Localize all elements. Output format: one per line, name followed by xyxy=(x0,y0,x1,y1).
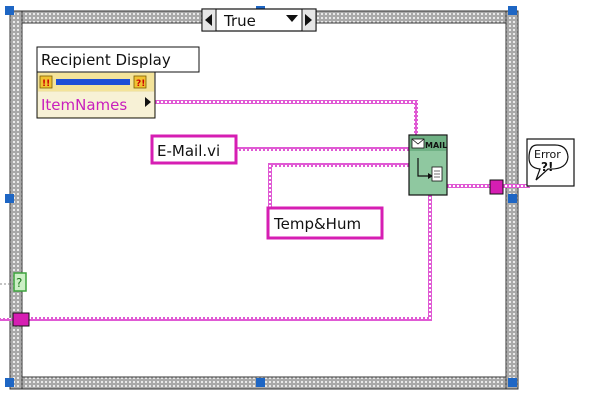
speech-bubble-icon xyxy=(528,144,569,181)
mail-node[interactable]: MAIL xyxy=(408,134,448,196)
handle-mid-left[interactable] xyxy=(5,194,14,203)
handle-bottom-mid[interactable] xyxy=(256,378,265,387)
vi-name-constant[interactable]: E-Mail.vi xyxy=(150,134,238,165)
triangle-right-icon xyxy=(305,14,312,26)
handle-mid-right[interactable] xyxy=(508,194,517,203)
property-node-reference-label: Recipient Display xyxy=(41,51,171,69)
case-selector-value: True xyxy=(223,12,256,30)
property-item-names-label: ItemNames xyxy=(41,96,127,114)
handle-bottom-right[interactable] xyxy=(508,378,517,387)
right-tunnel[interactable] xyxy=(489,179,504,195)
property-node[interactable]: Recipient Display !! ?! ItemNames xyxy=(36,46,200,119)
warning-icon: ?! xyxy=(136,79,145,89)
selector-terminal-glyph: ? xyxy=(16,276,22,290)
left-tunnel[interactable] xyxy=(12,312,30,327)
triangle-left-icon xyxy=(205,14,212,26)
triangle-right-icon xyxy=(145,97,151,107)
triangle-down-icon[interactable] xyxy=(286,15,298,22)
error-handler-node[interactable]: Error ?! xyxy=(526,138,575,187)
refnum-icon: !! ?! xyxy=(39,75,147,89)
handle-top-left[interactable] xyxy=(5,6,14,15)
string-constant-text: Temp&Hum xyxy=(273,215,361,233)
string-wires[interactable] xyxy=(0,100,530,321)
case-selector[interactable]: True xyxy=(201,8,317,32)
handle-bottom-left[interactable] xyxy=(5,378,14,387)
error-handler-line2: ?! xyxy=(541,160,553,174)
mail-node-caption: MAIL xyxy=(425,141,447,150)
envelope-icon xyxy=(411,138,425,149)
vi-name-text: E-Mail.vi xyxy=(157,142,220,160)
string-constant[interactable]: Temp&Hum xyxy=(266,206,384,240)
case-selector-terminal[interactable]: ? xyxy=(13,272,27,292)
handle-top-right[interactable] xyxy=(508,6,517,15)
send-arrow-icon xyxy=(417,158,443,182)
svg-text:!!: !! xyxy=(42,79,50,89)
error-handler-line1: Error xyxy=(534,148,561,161)
